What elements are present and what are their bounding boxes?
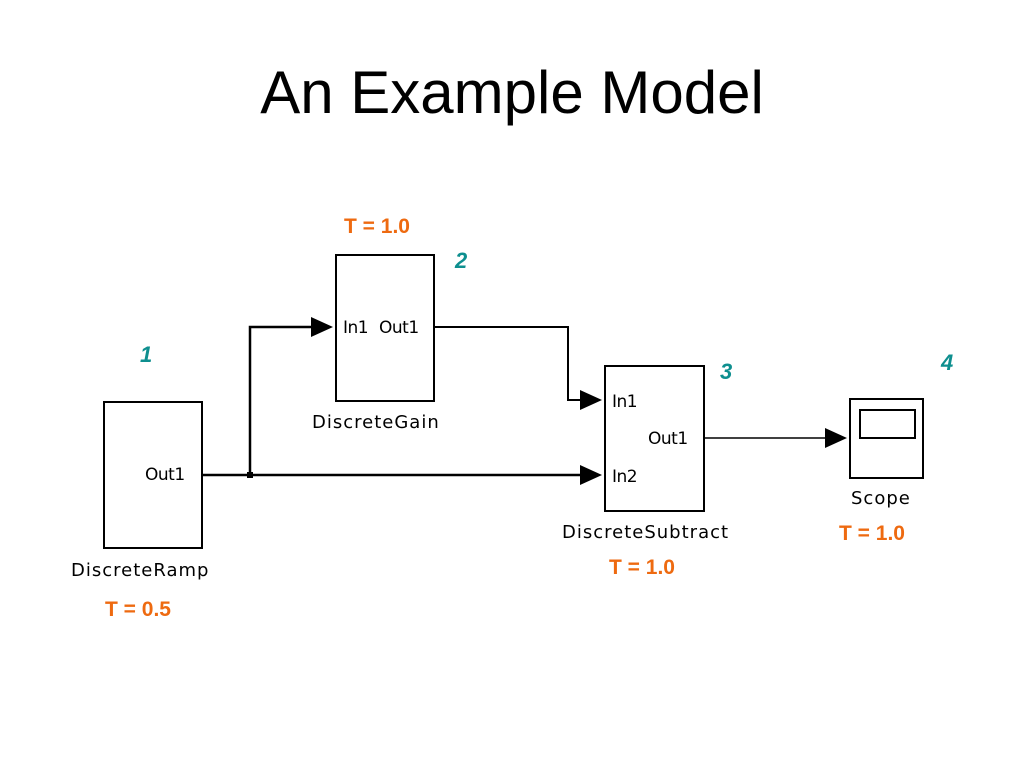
gain-in-port: In1 [343, 318, 369, 338]
wire-branch-to-gain [248, 325, 313, 475]
arrow-subtract-in1 [580, 390, 602, 410]
subtract-out-port: Out1 [648, 429, 688, 449]
subtract-label: DiscreteSubtract [562, 522, 730, 543]
arrow-scope-in [825, 428, 847, 448]
scope-icon [859, 409, 916, 439]
subtract-in1-port: In1 [612, 392, 638, 412]
scope-timing: T = 1.0 [839, 522, 905, 545]
branch-point [247, 472, 253, 478]
slide-title: An Example Model [260, 59, 764, 126]
gain-label: DiscreteGain [312, 412, 440, 433]
arrow-gain-in [311, 317, 333, 337]
ramp-timing: T = 0.5 [105, 598, 171, 621]
scope-order: 4 [941, 350, 954, 375]
discrete-ramp-block[interactable]: Out1 [103, 401, 203, 549]
wire-gain-to-subtract [435, 326, 582, 401]
discrete-gain-block[interactable]: In1 Out1 [335, 254, 435, 402]
subtract-in2-port: In2 [612, 467, 638, 487]
subtract-timing: T = 1.0 [609, 556, 675, 579]
scope-block[interactable] [849, 398, 924, 479]
gain-order: 2 [455, 248, 468, 273]
gain-timing: T = 1.0 [344, 215, 410, 238]
discrete-subtract-block[interactable]: In1 Out1 In2 [604, 365, 705, 512]
subtract-order: 3 [720, 359, 733, 384]
gain-out-port: Out1 [379, 318, 419, 338]
ramp-order: 1 [140, 342, 153, 367]
arrow-subtract-in2 [580, 465, 602, 485]
ramp-out-port: Out1 [145, 465, 185, 485]
ramp-label: DiscreteRamp [71, 560, 210, 581]
scope-label: Scope [851, 488, 911, 509]
